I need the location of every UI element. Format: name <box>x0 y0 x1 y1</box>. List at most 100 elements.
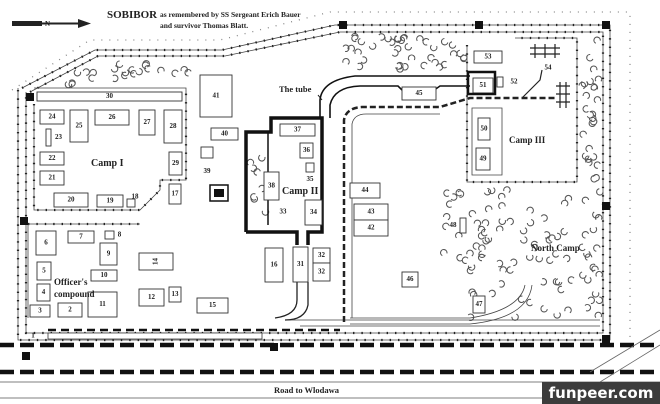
tree-icon <box>184 69 192 77</box>
building-number: 38 <box>268 182 276 190</box>
tree-icon <box>578 81 587 90</box>
north-camp-label: North Camp <box>531 243 580 253</box>
building-outline <box>39 109 65 125</box>
building-number: 40 <box>221 130 229 138</box>
tree-icon <box>498 280 505 288</box>
north-label: N <box>45 20 50 28</box>
building-outline <box>196 297 229 314</box>
building-outline <box>264 247 284 283</box>
tree-icon <box>586 111 594 119</box>
building-28: 28 <box>163 109 183 144</box>
tree-icon <box>368 42 377 50</box>
tree-icon <box>481 219 490 227</box>
tree-icon <box>442 222 450 231</box>
building-12: 12 <box>138 288 165 307</box>
building-outline <box>87 291 118 318</box>
tree-icon <box>517 295 525 304</box>
building-outline <box>305 162 315 173</box>
building-9: 9 <box>99 242 118 266</box>
building-number: 35 <box>307 175 315 183</box>
watchtowers <box>20 21 610 360</box>
building-number: 52 <box>511 78 519 86</box>
tree-icon <box>581 231 590 239</box>
building-50: 50 <box>477 117 491 141</box>
building-outline <box>90 269 118 282</box>
building-40: 40 <box>210 127 239 141</box>
building-45: 45 <box>401 86 437 101</box>
tree-icon <box>469 290 478 297</box>
tree-icon <box>579 130 587 138</box>
building-outline <box>168 151 183 176</box>
dark-structure-core <box>214 189 224 197</box>
building-number: 49 <box>480 155 488 163</box>
building-43: 43 <box>353 203 389 221</box>
building-52: 52 <box>496 76 519 88</box>
tree-icon <box>579 271 587 279</box>
tree-icon <box>586 77 594 86</box>
tree-icon <box>250 193 257 201</box>
camp1-fence <box>27 87 188 318</box>
building-outline <box>96 194 124 208</box>
tree-icon <box>64 81 73 89</box>
building-number: 23 <box>55 133 63 141</box>
building-outline <box>69 109 89 143</box>
tree-icon <box>250 195 259 203</box>
tree-icon <box>581 196 590 205</box>
building-16: 16 <box>264 247 284 283</box>
building-number: 25 <box>76 122 84 130</box>
tree-icon <box>427 53 435 62</box>
building-outline <box>472 295 486 314</box>
building-number: 5 <box>42 267 46 275</box>
forest-area <box>64 32 604 321</box>
tree-icon <box>450 193 458 201</box>
tree-icon <box>357 62 364 71</box>
tree-icon <box>455 231 463 239</box>
building-number: 2 <box>68 306 72 314</box>
tree-icon <box>357 37 366 46</box>
building-10: 10 <box>90 269 118 282</box>
building-number: 4 <box>42 288 46 296</box>
tree-icon <box>472 242 480 250</box>
building-17: 17 <box>168 183 182 205</box>
building-18: 18 <box>126 193 139 208</box>
tree-icon <box>466 266 474 275</box>
building-outline <box>168 286 182 303</box>
tree-icon <box>588 114 597 122</box>
tree-icon <box>582 105 589 113</box>
building-number: 12 <box>148 293 156 301</box>
building-number: 44 <box>362 186 370 194</box>
tree-icon <box>557 285 565 294</box>
building-31: 31 <box>292 246 309 283</box>
building-number: 41 <box>213 92 221 100</box>
building-number: 54 <box>545 64 553 72</box>
tree-icon <box>68 80 76 88</box>
tree-icon <box>578 243 586 252</box>
building-number: 26 <box>109 113 117 121</box>
building-outline <box>353 219 389 237</box>
building-number: 32 <box>318 268 326 276</box>
building-number: 1 <box>31 332 35 340</box>
tree-icon <box>82 68 90 76</box>
building-number: 45 <box>416 89 424 97</box>
building-outline <box>39 170 65 186</box>
tree-icon <box>546 256 554 264</box>
tree-icon <box>121 71 128 80</box>
tree-icon <box>488 289 496 298</box>
tree-icon <box>560 199 569 207</box>
building-39: 39 <box>200 146 214 175</box>
building-outline <box>94 109 130 126</box>
tree-icon <box>506 217 514 226</box>
the-tube-label: The tube <box>279 84 312 94</box>
tree-icon <box>429 44 438 52</box>
building-number: 53 <box>485 53 493 61</box>
tree-icon <box>456 254 463 262</box>
tree-icon <box>588 119 596 128</box>
building-7: 7 <box>67 230 95 244</box>
tree-icon <box>115 60 124 68</box>
inner-boundary <box>288 319 600 327</box>
building-outline <box>199 74 233 118</box>
building-3: 3 <box>29 304 51 318</box>
tree-icon <box>483 187 492 196</box>
tree-icon <box>88 74 95 82</box>
building-number: 32 <box>318 251 326 259</box>
